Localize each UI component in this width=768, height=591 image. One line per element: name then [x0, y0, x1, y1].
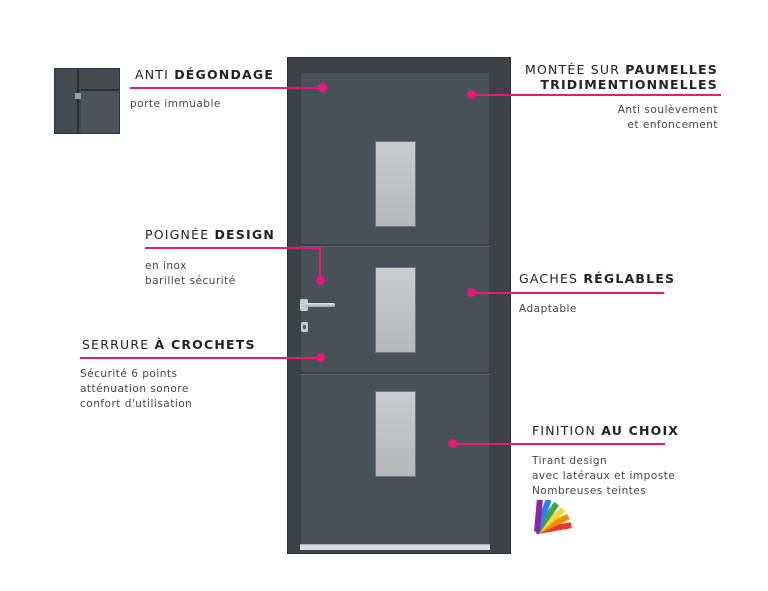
door-handle [305, 303, 335, 307]
color-swatch-fan-icon [534, 500, 572, 534]
glass-panel-middle [375, 267, 416, 353]
door-groove-lower [300, 372, 490, 375]
door-threshold [300, 544, 490, 550]
keyhole-cylinder [301, 322, 308, 332]
callout-anti-degondage-dot [318, 83, 327, 92]
callout-anti-degondage-title: ANTI DÉGONDAGE [135, 67, 275, 82]
callout-gaches-line [471, 292, 664, 294]
door-groove-upper [300, 244, 490, 247]
callout-poignee-desc: en inox barillet sécurité [145, 260, 236, 287]
callout-poignee-dot [316, 276, 325, 285]
callout-poignee-title: POIGNÉE DESIGN [145, 227, 275, 242]
door-frame-detail-image [54, 68, 120, 134]
callout-serrure-line [80, 357, 320, 359]
callout-gaches-title: GACHES RÉGLABLES [519, 271, 676, 286]
callout-serrure-title: SERRURE À CROCHETS [82, 337, 256, 352]
callout-finition-line [452, 443, 665, 445]
callout-anti-degondage-line [130, 87, 322, 89]
door-frame-edge [287, 57, 511, 554]
glass-panel-top [375, 141, 416, 227]
callout-finition-dot [448, 439, 457, 448]
glass-panel-bottom [375, 391, 416, 477]
callout-finition-title: FINITION AU CHOIX [532, 423, 680, 438]
callout-gaches-dot [467, 288, 476, 297]
callout-anti-degondage-desc: porte immuable [130, 98, 221, 110]
callout-serrure-desc: Sécurité 6 points atténuation sonore con… [80, 368, 193, 410]
callout-finition-desc: Tirant design avec latéraux et imposte N… [532, 455, 676, 497]
callout-paumelles-dot [467, 90, 476, 99]
callout-poignee-line [145, 247, 321, 249]
callout-paumelles-line [471, 94, 721, 96]
callout-paumelles-desc: Anti soulèvement et enfoncement [617, 104, 718, 131]
callout-gaches-desc: Adaptable [519, 303, 577, 315]
handle-rose [300, 299, 308, 311]
callout-serrure-dot [316, 353, 325, 362]
callout-poignee-connector [319, 247, 321, 279]
